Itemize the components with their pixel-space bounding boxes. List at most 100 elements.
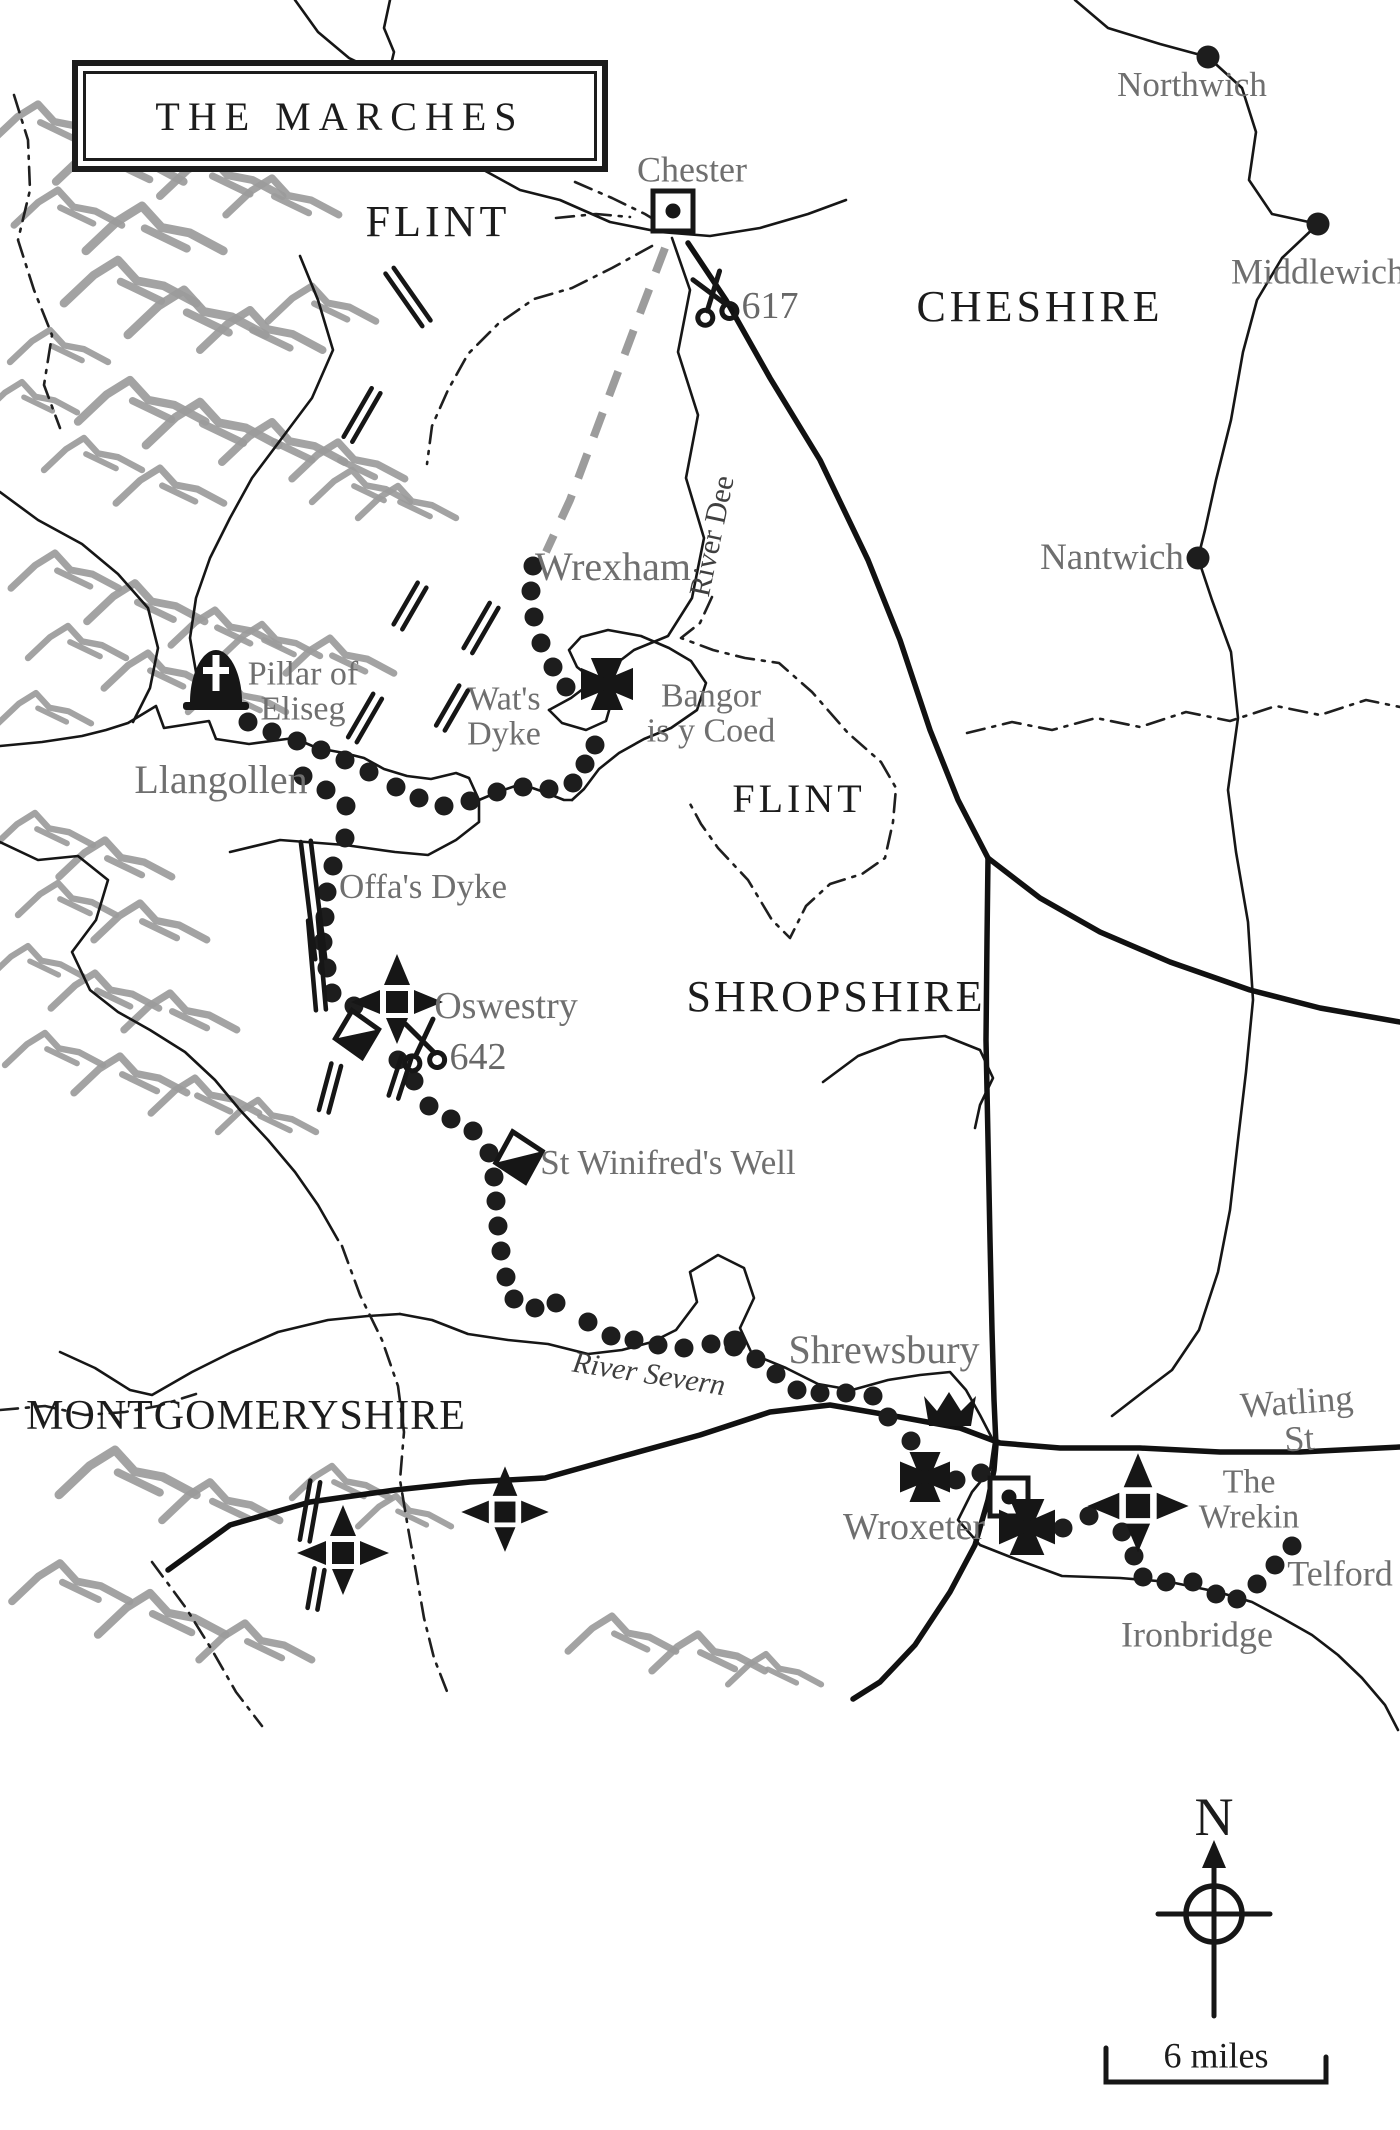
town-dot [1306,212,1330,236]
dyke-mark [316,1061,344,1115]
holy-well-icon [492,1128,546,1186]
route-dot [293,766,313,786]
label-river-dee: River Dee [683,472,741,600]
mountain-ridge [264,282,380,325]
route-dot [1206,1584,1226,1604]
mountain-ridge [8,1559,134,1606]
route-dashed-segment [542,246,669,554]
mountain-shade [395,1508,430,1528]
road-path [685,240,991,861]
river-path [0,840,340,1242]
county-boundary [965,698,1400,735]
route-dot [386,777,406,797]
route-dot [322,983,342,1003]
route-dot [316,780,336,800]
mountain-shade [57,896,93,917]
route-dot [525,1298,545,1318]
compass-rose [1155,1840,1273,2019]
label-region-cheshire: CHESHIRE [916,282,1164,332]
route-dot [624,1330,644,1350]
route-dot [1112,1522,1132,1542]
mountain-shade [611,1630,651,1653]
mountain-shade [58,1578,102,1603]
mountain-ridge [724,1650,825,1688]
monastery-cross-icon [581,658,633,710]
label-town-wrexham: Wrexham [534,544,692,590]
route-dot [504,1289,524,1309]
route-dot [546,1293,566,1313]
mountain-shade [57,204,97,227]
mountain-ridge [120,989,241,1034]
river-path [58,1312,402,1397]
mountain-ridge [222,174,343,219]
route-dot [434,796,454,816]
mountain-ridge [10,186,126,229]
mountain-ridge [83,579,209,626]
route-dot [601,1326,621,1346]
route-dot [575,754,595,774]
mountain-ridge [147,1074,263,1117]
mountain-shade [54,567,94,590]
route-dot [1227,1589,1247,1609]
county-boundary [554,212,632,220]
mountain-shade [198,419,248,447]
label-region-montgomeryshire: MONTGOMERYSHIRE [26,1393,466,1440]
mountain-shade [147,667,187,690]
route-dot [484,1167,504,1187]
mountain-shade [270,193,313,217]
mountain-ridge [90,899,211,944]
mountain-shade [208,172,254,198]
dyke-mark [391,580,429,632]
route-dot [460,791,480,811]
dyke-mark [383,265,433,329]
label-town-shrewsbury: Shrewsbury [788,1327,980,1373]
label-feature-bangor-is-y-coed: Bangor is y Coed [646,677,776,750]
route-dot [971,1463,991,1483]
route-dot [486,1191,506,1211]
mountain-shade [336,457,379,481]
mountain-shade [113,1468,164,1497]
town-dot [1186,546,1210,570]
mountain-shade [257,1113,293,1134]
mountain-ridge [14,879,120,919]
mountain-shade [168,1008,211,1032]
mountain-ridge [0,378,81,416]
route-dot [648,1335,668,1355]
route-dot [1156,1572,1176,1592]
county-boundary [150,1560,264,1728]
mountain-shade [34,826,70,847]
route-dot [287,731,307,751]
route-dot [1079,1506,1099,1526]
river-path [821,1034,995,1130]
route-dot [523,556,543,576]
route-dot [1124,1546,1144,1566]
label-town-telford: Telford [1287,1553,1393,1594]
label-battle-617: 617 [741,285,799,328]
river-path [0,490,160,724]
route-dot [810,1383,830,1403]
mountain-shade [270,438,316,464]
route-dot [311,740,331,760]
mountain-shade [140,224,191,253]
route-dot [543,657,563,677]
mountain-ridge [218,418,349,466]
route-dot [578,1312,598,1332]
mountain-shade [116,277,166,305]
route-dot [463,1121,483,1141]
mountain-ridge [81,201,228,256]
route-dot [878,1407,898,1427]
mountain-ridge [0,942,87,980]
mountain-shade [696,1649,739,1673]
label-town-ironbridge: Ironbridge [1121,1614,1273,1655]
label-compass-north: N [1194,1786,1234,1847]
mountain-shade [148,1610,196,1637]
mountain-ridge [59,255,201,308]
town-dot [1196,45,1220,69]
mountain-shade [214,624,254,647]
route-dot [488,1216,508,1236]
icons-layer [183,188,1329,2085]
label-battle-642: 642 [449,1036,507,1079]
mountain-shade [35,705,70,725]
holy-well-icon [332,1006,382,1062]
monastery-cross-icon [900,1452,950,1502]
